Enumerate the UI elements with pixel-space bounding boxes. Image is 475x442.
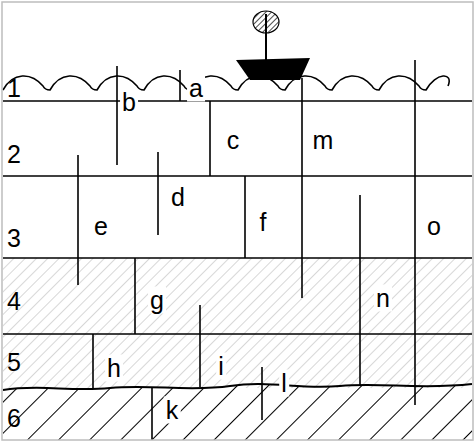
callout-letter: o	[425, 213, 443, 240]
sea-surface	[3, 76, 449, 90]
callout-letter: h	[105, 355, 123, 382]
light-hatch	[3, 258, 472, 388]
layer-lines	[3, 101, 472, 334]
callout-letter: a	[187, 75, 205, 102]
callout-letter: c	[225, 127, 242, 154]
callout-letter: d	[169, 184, 187, 211]
callout-letter: f	[258, 209, 269, 236]
callout-letter: b	[120, 89, 138, 116]
callout-letter: k	[164, 397, 181, 424]
callout-letter: e	[92, 213, 110, 240]
layer-number: 3	[5, 225, 23, 252]
range-lines	[78, 60, 415, 440]
layer-number: 4	[5, 288, 23, 315]
seabed-line	[3, 384, 472, 390]
callout-letter: g	[148, 287, 166, 314]
layer-number: 5	[5, 349, 23, 376]
ship	[236, 11, 310, 80]
callout-letter: i	[216, 353, 226, 380]
layer-number: 1	[5, 75, 23, 102]
callout-letter: n	[374, 285, 392, 312]
layer-number: 2	[5, 141, 23, 168]
seabed-hatch	[3, 384, 472, 440]
layer-number: 6	[5, 405, 23, 432]
callout-letter: m	[311, 127, 336, 154]
callout-letter: l	[279, 370, 289, 397]
